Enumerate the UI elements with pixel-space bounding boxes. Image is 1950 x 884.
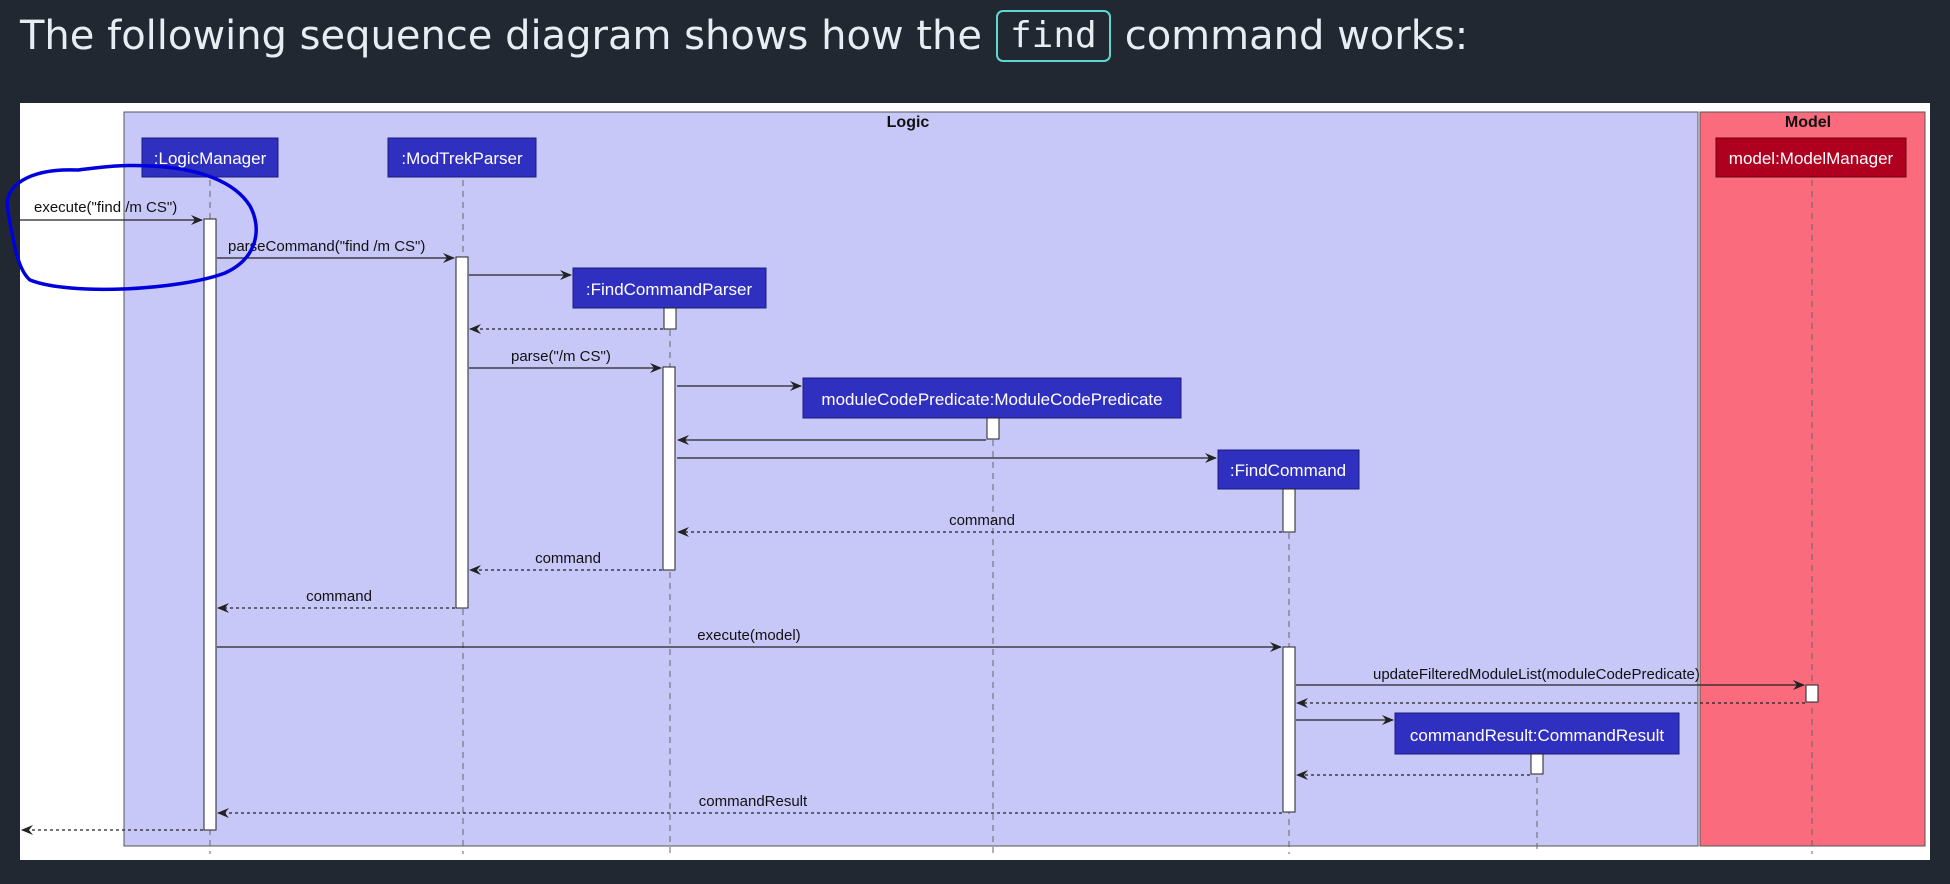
participant-logic-manager: :LogicManager [141,137,279,178]
sync-messages [20,215,1805,725]
label-execute-model: execute(model) [697,627,800,644]
message-labels: execute("find /m CS") parseCommand("find… [34,199,1700,810]
participant-modtrek-parser: :ModTrekParser [387,137,537,178]
label-update-filtered: updateFilteredModuleList(moduleCodePredi… [1373,666,1700,683]
participant-label: commandResult:CommandResult [1410,726,1664,745]
activation-find-command-execute [1282,646,1296,813]
participant-label: :ModTrekParser [401,149,523,168]
activation-find-command-create [1282,488,1296,533]
label-parse: parse("/m CS") [511,348,611,365]
model-frame-label: Model [1785,114,1831,131]
activation-find-command-parser-parse [662,366,676,571]
activation-model-manager [1805,684,1819,703]
participant-command-result: commandResult:CommandResult [1394,712,1680,755]
logic-frame-label: Logic [887,114,930,131]
label-return-command-1: command [949,512,1015,529]
hand-drawn-annotation-circle [5,163,258,292]
participant-module-code-predicate: moduleCodePredicate:ModuleCodePredicate [802,377,1182,419]
participant-model-manager: model:ModelManager [1715,137,1907,178]
label-return-command-2: command [535,550,601,567]
participant-label: :FindCommand [1230,461,1346,480]
participant-label: :FindCommandParser [586,280,753,299]
label-execute-input: execute("find /m CS") [34,199,177,216]
heading-text-after: command works: [1124,13,1469,59]
activation-logic-manager [203,218,217,831]
label-parse-command: parseCommand("find /m CS") [228,238,425,255]
activation-command-result [1530,753,1544,775]
participant-label: moduleCodePredicate:ModuleCodePredicate [821,390,1162,409]
inline-code-find: find [996,10,1111,62]
participant-label: :LogicManager [154,149,267,168]
participant-find-command-parser: :FindCommandParser [572,267,767,309]
heading-text-before: The following sequence diagram shows how… [20,13,982,59]
activation-find-command-parser-create [663,307,677,330]
label-return-command-result: commandResult [699,793,808,810]
activation-modtrek-parser [455,256,469,609]
return-messages [21,324,1805,835]
participant-find-command: :FindCommand [1217,449,1360,490]
label-return-command-3: command [306,588,372,605]
participant-label: model:ModelManager [1729,149,1894,168]
activation-bars [203,218,1819,831]
activation-module-code-predicate [986,417,1000,440]
section-heading: The following sequence diagram shows how… [20,8,1468,64]
